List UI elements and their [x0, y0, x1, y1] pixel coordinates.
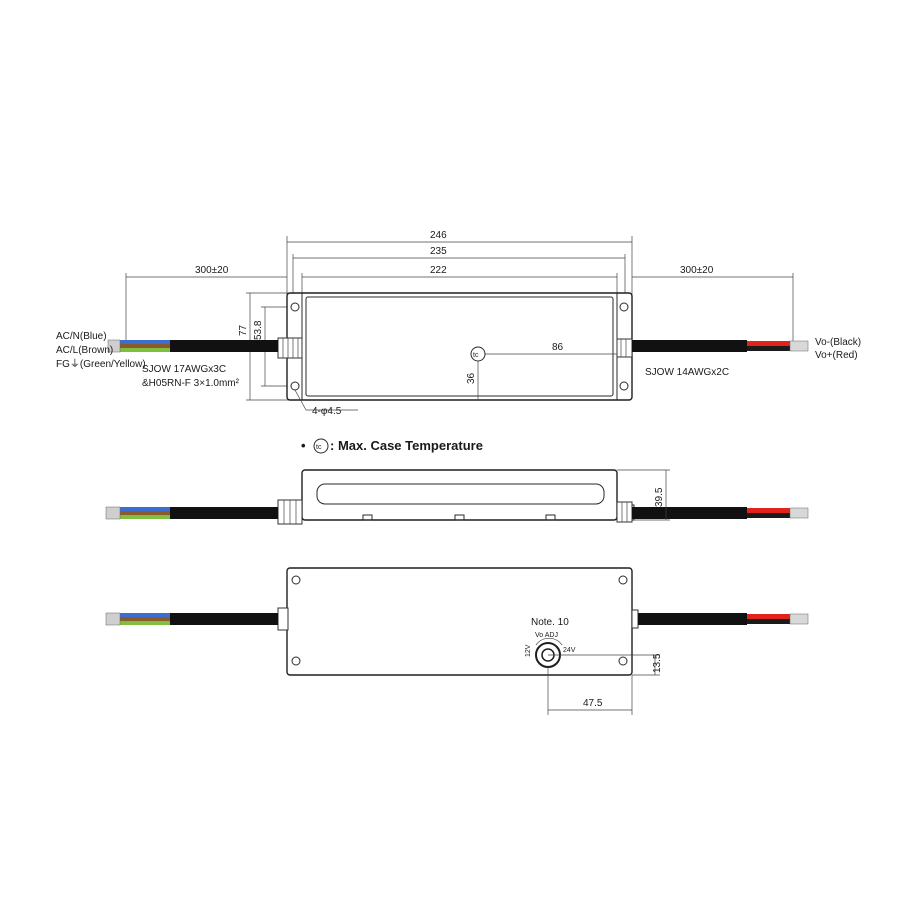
legend-text: : Max. Case Temperature: [330, 438, 483, 453]
input-gland: [277, 337, 303, 359]
dim-mount-width: 53.8: [253, 320, 264, 340]
bottom-input-wire-ends: [105, 612, 170, 626]
bottom-mount-hole: [291, 575, 301, 585]
dim-adj-offset-x: 47.5: [583, 698, 603, 709]
legend-bullet: •: [301, 438, 306, 453]
input-cable-spec: SJOW 17AWGx3C: [142, 364, 226, 375]
dim-overall-length: 246: [430, 230, 447, 241]
bottom-output-cable: [638, 613, 747, 625]
wire-label-ac-l: AC/L(Brown): [56, 345, 113, 356]
mount-hole: [619, 381, 629, 391]
input-wire-ends: [107, 339, 170, 353]
bottom-mount-hole: [291, 656, 301, 666]
side-output-cable: [632, 507, 747, 519]
dim-tc-offset-y: 36: [466, 372, 477, 384]
side-view: 39.5: [105, 469, 809, 525]
mount-hole: [619, 302, 629, 312]
dim-height: 39.5: [654, 487, 665, 507]
output-wire-ends: [747, 340, 809, 352]
adj-note: Note. 10: [531, 617, 569, 628]
output-cable: [632, 340, 747, 352]
bottom-case-outline: [286, 567, 633, 676]
bottom-view: Note. 10 Vo ADJ 12V 24V 13.5 47.5: [105, 567, 809, 715]
dim-body-length: 222: [430, 265, 447, 276]
dim-left-cable-length: 300±20: [195, 265, 229, 276]
tc-marker-label: tc: [473, 352, 479, 359]
dim-mount-holes: 4-φ4.5: [312, 406, 342, 417]
output-gland: [616, 338, 633, 358]
mount-hole: [290, 302, 300, 312]
output-cable-spec: SJOW 14AWGx2C: [645, 367, 729, 378]
bottom-output-wire-ends: [747, 613, 809, 625]
side-input-gland: [277, 499, 303, 525]
dim-adj-offset-y: 13.5: [652, 653, 663, 673]
bottom-input-cable: [170, 613, 278, 625]
wire-label-vo-minus: Vo-(Black): [815, 337, 861, 348]
bottom-output-gland: [631, 609, 639, 629]
side-tab: [545, 514, 556, 521]
wire-label-fg: FG⏚(Green/Yellow): [56, 358, 146, 370]
adj-arrow-icon: [535, 637, 563, 646]
adj-max-label: 24V: [563, 647, 576, 654]
side-fin: [316, 483, 605, 505]
wire-label-ac-n: AC/N(Blue): [56, 331, 107, 342]
side-input-cable: [170, 507, 278, 519]
case-inner: [305, 296, 614, 397]
dim-tc-offset-x: 86: [552, 342, 564, 353]
adj-title: Vo ADJ: [535, 632, 558, 639]
side-output-gland: [616, 501, 633, 523]
dim-right-cable-length: 300±20: [680, 265, 714, 276]
bottom-mount-hole: [618, 575, 628, 585]
side-tab: [362, 514, 373, 521]
adj-min-label: 12V: [525, 644, 532, 657]
side-case-outline: [301, 469, 618, 521]
dim-width: 77: [238, 324, 249, 336]
case-outline: [286, 292, 633, 401]
side-tab: [454, 514, 465, 521]
input-cable-spec-alt: &H05RN-F 3×1.0mm²: [142, 378, 240, 389]
dim-mount-pitch: 235: [430, 246, 447, 257]
leader-line: [294, 389, 307, 411]
side-output-wire-ends: [747, 507, 809, 519]
tc-legend: • tc : Max. Case Temperature: [301, 438, 483, 454]
input-cable: [170, 340, 278, 352]
wire-label-vo-plus: Vo+(Red): [815, 350, 858, 361]
bottom-mount-hole: [618, 656, 628, 666]
tc-legend-icon: [313, 438, 329, 454]
top-view: 246 235 222 300±20 300±20 77 53.8: [56, 230, 861, 417]
side-input-wire-ends: [105, 506, 170, 520]
tc-legend-mark: tc: [316, 444, 322, 451]
bottom-input-gland: [277, 607, 289, 631]
